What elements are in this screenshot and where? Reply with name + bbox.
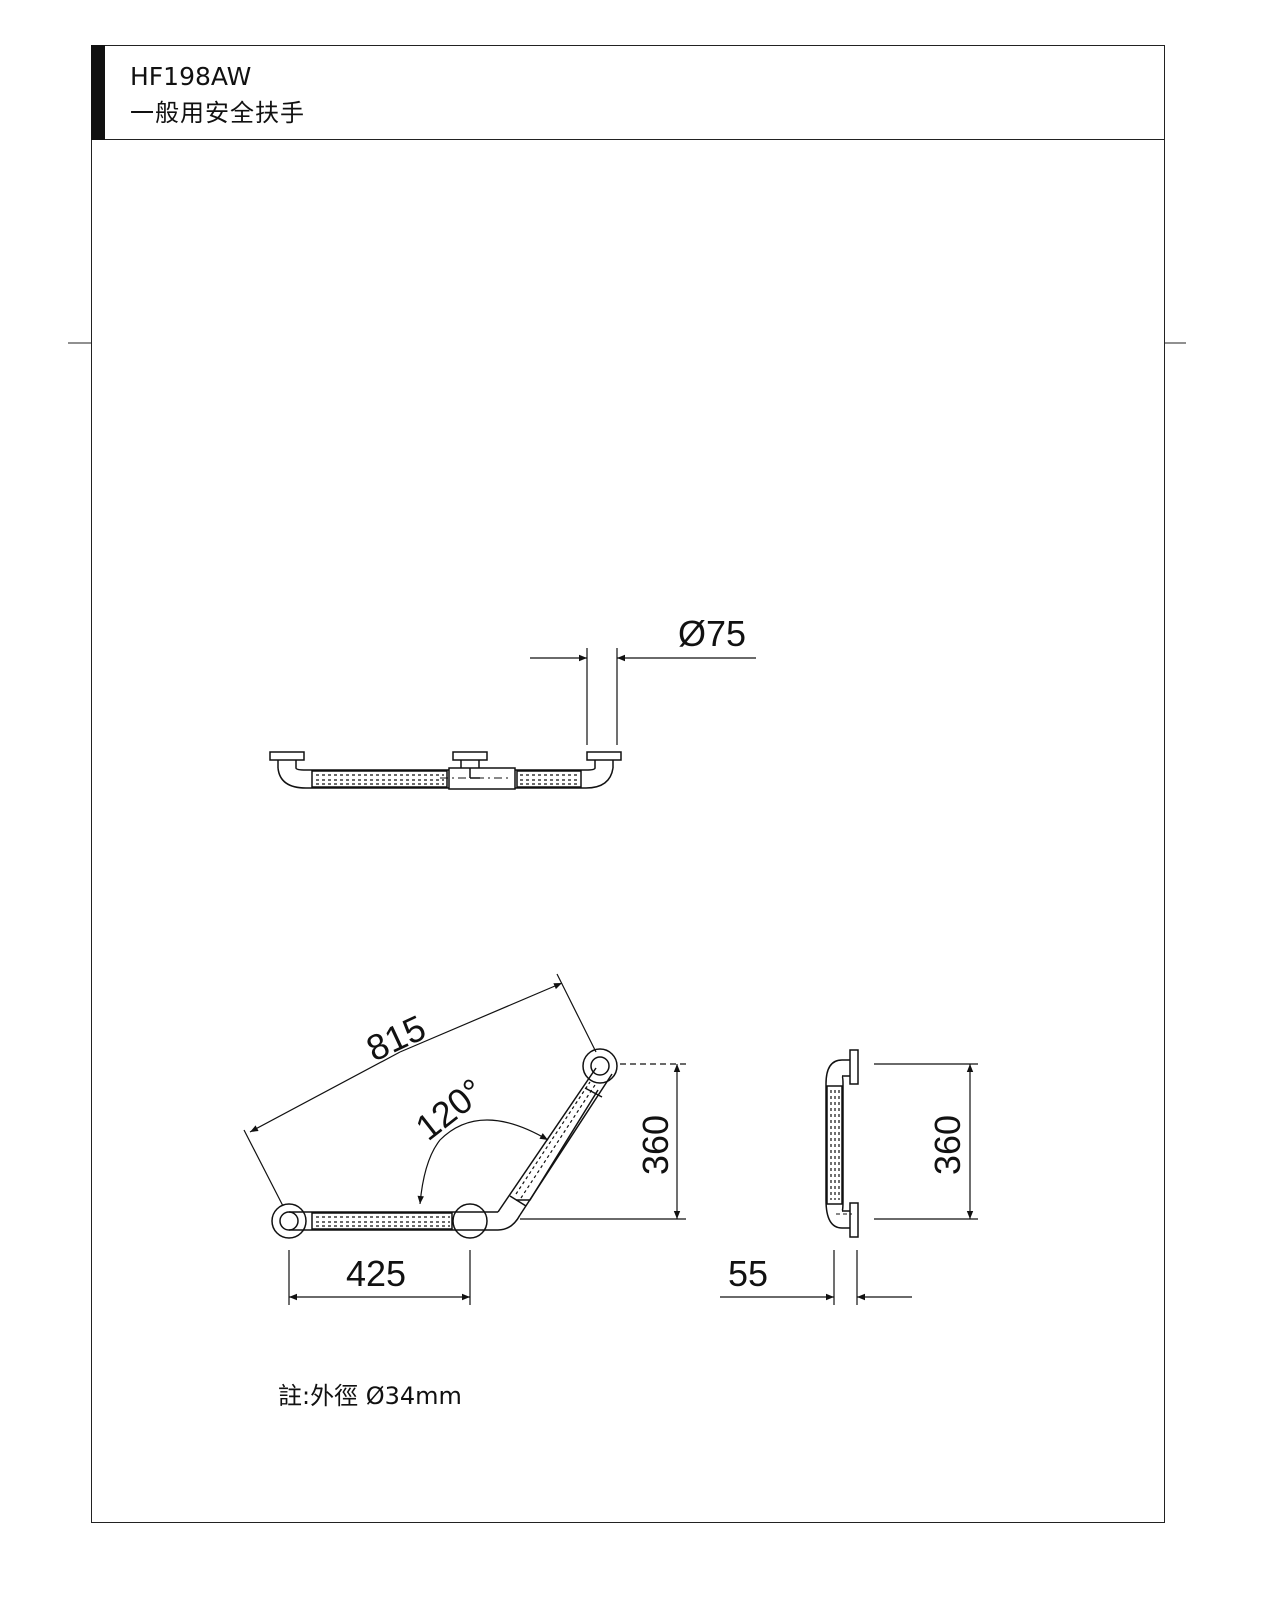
front-view-grip-texture bbox=[316, 1081, 596, 1227]
front-view-flange-top bbox=[582, 1048, 618, 1084]
dimension-label-flange-diameter: Ø75 bbox=[678, 613, 746, 654]
side-view-grip-texture bbox=[830, 1090, 840, 1200]
dimension-label-side-height: 360 bbox=[927, 1115, 968, 1175]
dimension-angle-arc bbox=[417, 1119, 549, 1205]
product-name: 一般用安全扶手 bbox=[130, 99, 305, 127]
dimension-label-front-height: 360 bbox=[635, 1115, 676, 1175]
dimension-label-wall-projection: 55 bbox=[728, 1253, 768, 1294]
dimension-wall-projection bbox=[720, 1250, 912, 1305]
top-view-flange-right bbox=[586, 751, 622, 761]
dimension-front-height bbox=[520, 1063, 686, 1220]
model-number: HF198AW bbox=[130, 62, 252, 91]
drawing-sheet-border: HF198AW 一般用安全扶手 bbox=[91, 45, 1165, 1523]
side-view-flange-bottom bbox=[849, 1202, 859, 1238]
dimension-side-height bbox=[874, 1063, 978, 1220]
outer-diameter-note: 註:外徑 Ø34mm bbox=[278, 1382, 462, 1410]
dimension-label-horizontal: 425 bbox=[346, 1253, 406, 1294]
title-accent-bar bbox=[91, 45, 105, 140]
top-view-grip-texture bbox=[316, 774, 578, 785]
dimension-flange-diameter bbox=[530, 648, 756, 745]
side-view bbox=[825, 1049, 859, 1238]
top-view bbox=[269, 751, 622, 790]
title-block: HF198AW 一般用安全扶手 bbox=[91, 45, 1164, 140]
dimension-label-angle: 120° bbox=[408, 1070, 492, 1148]
side-view-flange-top bbox=[849, 1049, 859, 1085]
top-view-flange-center bbox=[452, 751, 488, 761]
front-view bbox=[271, 1048, 618, 1239]
front-view-flange-left bbox=[271, 1203, 307, 1239]
front-view-flange-center bbox=[452, 1203, 488, 1239]
dimension-horizontal bbox=[288, 1250, 471, 1305]
dimension-label-diagonal: 815 bbox=[360, 1007, 432, 1070]
dimension-diagonal bbox=[243, 973, 597, 1207]
top-view-flange-left bbox=[269, 751, 305, 761]
